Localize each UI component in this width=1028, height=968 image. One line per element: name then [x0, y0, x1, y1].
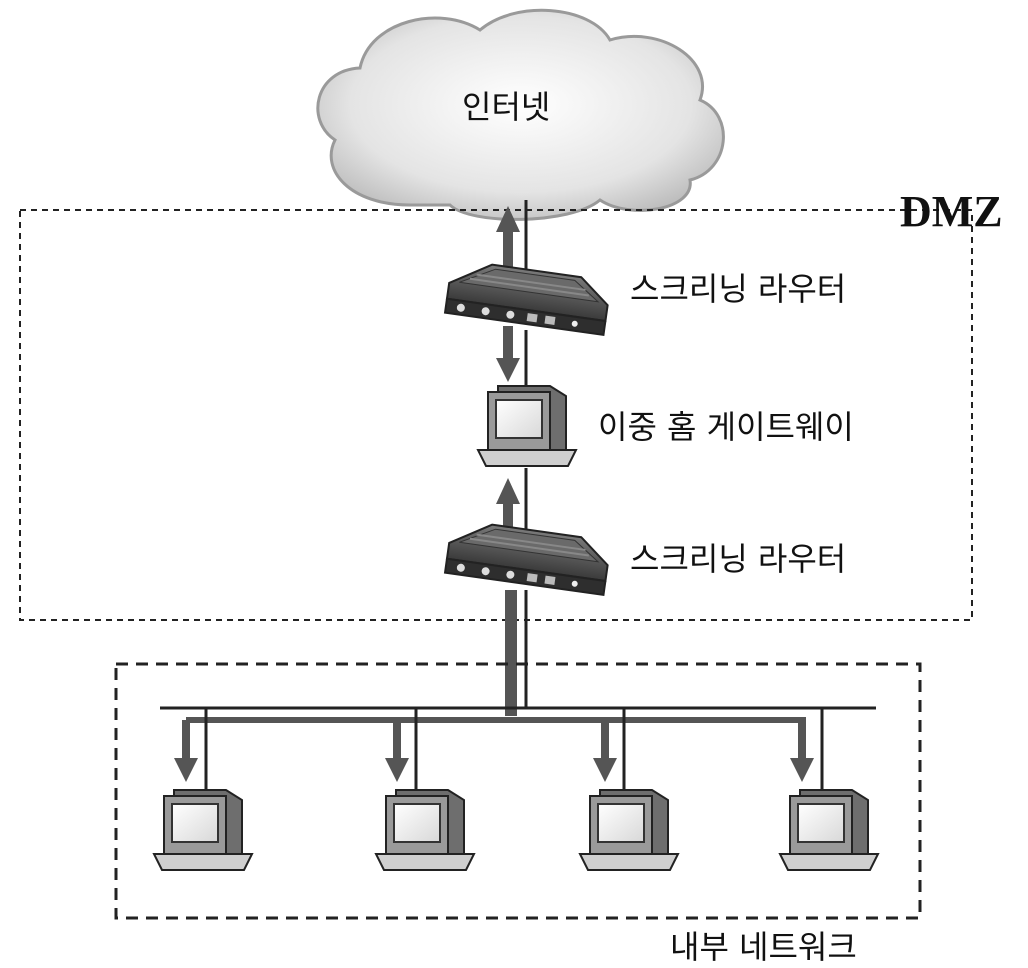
lower-router-label: 스크리닝 라우터: [630, 540, 846, 578]
router-icon: [444, 258, 612, 336]
router-icon: [444, 518, 612, 596]
internal-network-boundary: [114, 662, 922, 920]
arrow-up-to-internet: [496, 206, 520, 284]
lan-drop: [385, 708, 418, 790]
upper-router-label: 스크리닝 라우터: [630, 270, 846, 308]
arrow-down-to-gateway: [496, 326, 520, 382]
dmz-boundary: [19, 209, 973, 621]
arrow-up-to-gateway: [496, 478, 520, 544]
gateway-label: 이중 홈 게이트웨이: [598, 408, 854, 446]
internal-network-label: 내부 네트워크: [670, 928, 857, 966]
lan-drop: [593, 708, 626, 790]
computer-icon: [579, 789, 679, 871]
cloud-label: 인터넷: [462, 88, 550, 126]
arrow-lan-distribution: [505, 590, 517, 716]
lan-drop: [790, 708, 824, 790]
cloud-icon: [316, 8, 725, 221]
computer-icon: [477, 385, 577, 467]
computer-icon: [779, 789, 879, 871]
dmz-label: DMZ: [900, 187, 1003, 236]
computer-icon: [153, 789, 253, 871]
lan-drop: [174, 708, 208, 790]
computer-icon: [375, 789, 475, 871]
